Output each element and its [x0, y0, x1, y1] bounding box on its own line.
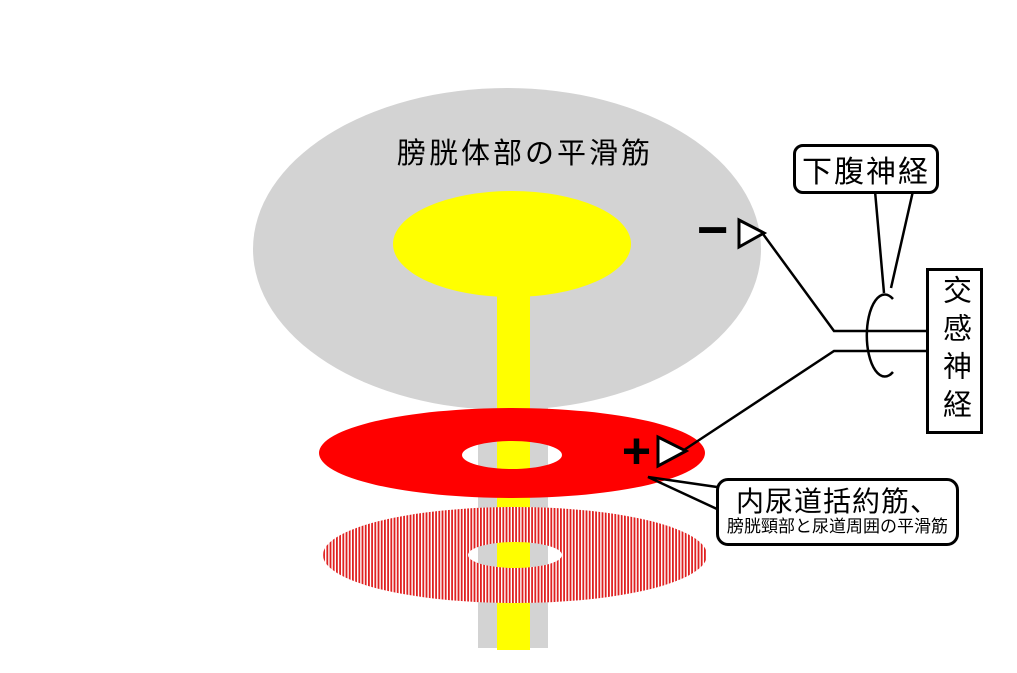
sphincter-callout-pointer: [647, 475, 718, 511]
hypogastric-nerve-label: 下腹神経: [802, 156, 930, 189]
plus-sign: +: [621, 423, 652, 479]
nerve-line-upper: [761, 233, 926, 333]
sphincter-callout-title: 内尿道括約筋、: [735, 486, 939, 518]
internal-sphincter-ring: [319, 408, 705, 498]
sphincter-callout: 内尿道括約筋、 膀胱頸部と尿道周囲の平滑筋: [716, 478, 959, 546]
inhibition-triangle-icon: [737, 217, 768, 250]
bladder-neck-striped-ring: [323, 507, 707, 603]
nerve-line-lower: [683, 349, 926, 452]
ganglion-arc: [865, 293, 894, 378]
sympathetic-nerve-box: 交感神経: [926, 268, 983, 434]
excitation-triangle-icon: [656, 434, 690, 469]
sympathetic-nerve-label: 交感神経: [938, 275, 971, 427]
hypogastric-nerve-callout: 下腹神経: [793, 144, 939, 194]
minus-sign: −: [696, 200, 729, 260]
bladder-body-label: 膀胱体部の平滑筋: [396, 138, 653, 170]
sphincter-callout-subtitle: 膀胱頸部と尿道周囲の平滑筋: [727, 517, 948, 537]
hypogastric-callout-pointer: [873, 190, 915, 294]
